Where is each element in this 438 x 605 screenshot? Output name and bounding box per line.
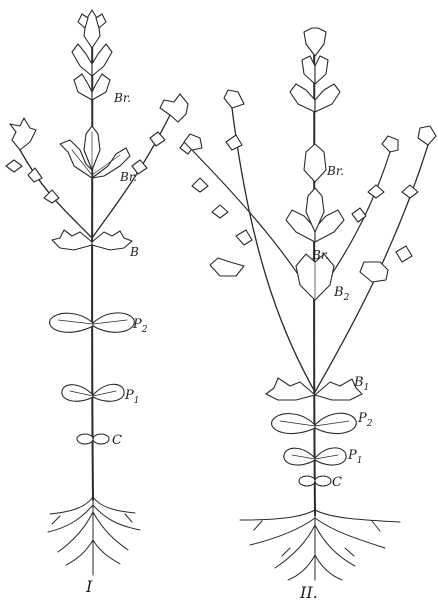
plant-ii-lower-bracts (286, 188, 344, 242)
plant-ii-roots (240, 510, 400, 580)
plant-i-roots (48, 497, 140, 575)
plant-i-numeral: I (85, 577, 93, 596)
plant-ii: Br. Br. B2 B1 P2 P1 C II. (184, 28, 436, 602)
plant-ii-label-b2: B2 (333, 285, 350, 303)
plant-ii-numeral: II. (299, 583, 318, 602)
plant-ii-upper-bracts (290, 28, 340, 182)
plant-i-label-br-upper: Br. (113, 91, 131, 105)
plant-i: Br. Br. B P2 P1 C I (6, 10, 194, 596)
plant-i-label-p2: P2 (132, 317, 148, 335)
plant-ii-label-br-lower: Br. (311, 248, 329, 262)
plant-ii-label-p1: P1 (347, 448, 362, 466)
plant-i-side-branches (6, 94, 194, 238)
plant-ii-label-p2: P2 (357, 411, 373, 429)
plant-ii-side-branches (184, 90, 436, 392)
plant-i-label-br-lower: Br. (119, 170, 137, 184)
plant-i-label-c: C (112, 433, 122, 448)
plant-i-label-b: B (129, 245, 139, 259)
plant-i-label-p1: P1 (124, 388, 139, 406)
plant-ii-label-c: C (332, 475, 342, 490)
plant-ii-label-br-upper: Br. (326, 164, 344, 178)
